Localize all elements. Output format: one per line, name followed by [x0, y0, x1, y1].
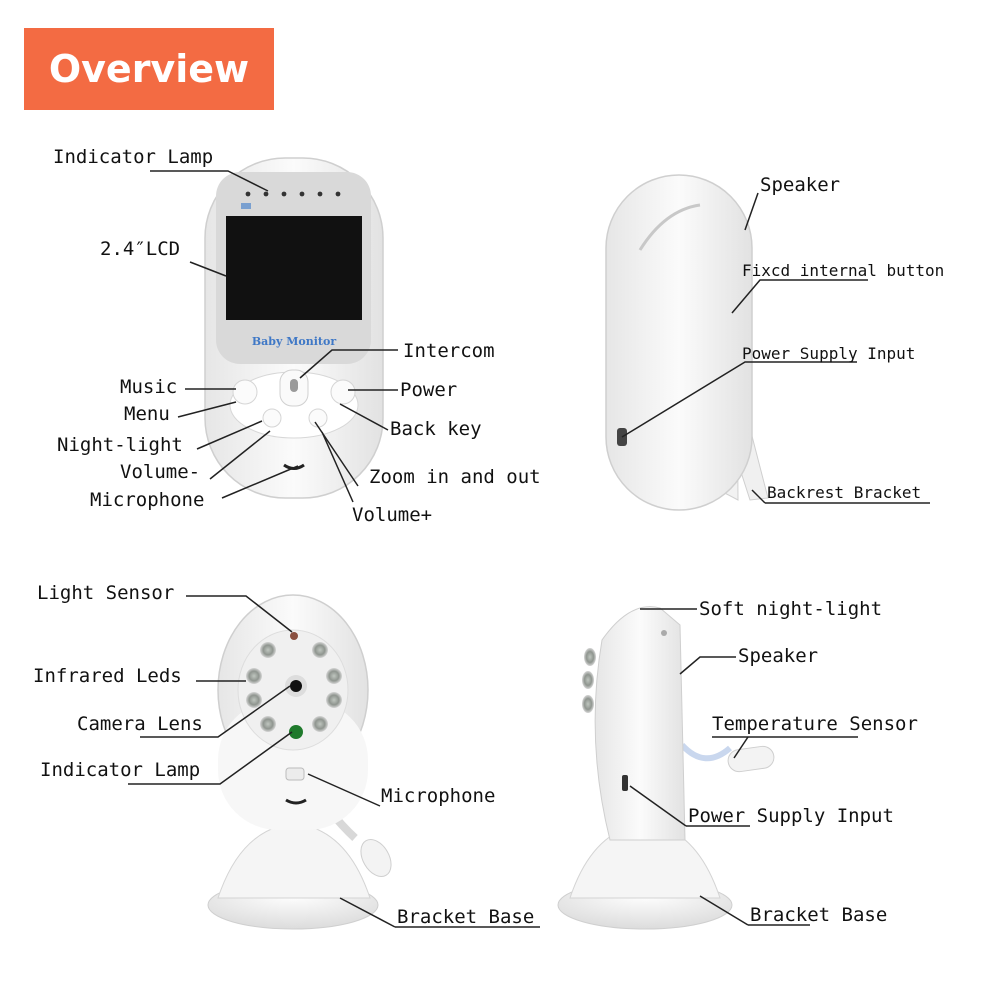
leader-lines — [128, 170, 930, 928]
overview-banner: Overview — [24, 28, 274, 110]
camera-mouth-slot — [285, 798, 307, 805]
label-back-key: Back key — [390, 418, 482, 440]
lcd-screen — [226, 216, 362, 320]
screen-brand-text: Baby Monitor — [252, 335, 336, 348]
label-power-input-camera: Power Supply Input — [688, 805, 894, 827]
infrared-leds — [246, 642, 342, 732]
camera-unit-side — [557, 606, 775, 930]
label-menu: Menu — [124, 403, 170, 425]
label-volume-minus: Volume- — [120, 461, 201, 483]
zoom-button — [308, 408, 328, 428]
label-intercom: Intercom — [403, 340, 495, 362]
night-light-button — [262, 408, 282, 428]
label-backrest-bracket: Backrest Bracket — [767, 483, 922, 502]
label-indicator-lamp-camera: Indicator Lamp — [40, 759, 201, 781]
label-music: Music — [120, 376, 178, 398]
label-temperature-sensor: Temperature Sensor — [712, 713, 918, 735]
camera-unit-front — [207, 594, 392, 930]
label-power: Power — [400, 379, 458, 401]
label-fixed-internal-button: Fixcd internal button — [742, 261, 945, 280]
camera-power-port — [622, 775, 628, 791]
indicator-dots — [245, 191, 341, 197]
camera-lens — [290, 680, 302, 692]
label-bracket-base-side: Bracket Base — [750, 904, 888, 926]
light-sensor — [290, 632, 298, 640]
microphone-grille — [285, 767, 305, 781]
parent-unit-front: Baby Monitor — [204, 157, 384, 499]
power-button — [330, 379, 356, 405]
label-speaker-parent: Speaker — [760, 174, 841, 196]
label-light-sensor: Light Sensor — [37, 582, 175, 604]
temperature-cable-side — [679, 742, 732, 762]
battery-icon — [241, 203, 251, 209]
music-button — [232, 379, 258, 405]
microphone-slot — [283, 463, 305, 470]
label-zoom: Zoom in and out — [369, 466, 541, 488]
side-leds — [582, 648, 596, 713]
parent-unit-side — [605, 174, 769, 511]
label-microphone-parent: Microphone — [90, 489, 205, 511]
label-camera-lens: Camera Lens — [77, 713, 203, 735]
label-volume-plus: Volume+ — [352, 504, 433, 526]
label-soft-night-light: Soft night-light — [699, 598, 883, 620]
label-indicator-lamp-parent: Indicator Lamp — [53, 146, 214, 168]
overview-title: Overview — [48, 47, 250, 91]
label-infrared-leds: Infrared Leds — [33, 665, 182, 687]
label-lcd: 2.4″LCD — [100, 238, 181, 260]
label-power-input-parent: Power Supply Input — [742, 344, 916, 363]
label-bracket-base-front: Bracket Base — [397, 906, 535, 928]
intercom-mic-icon — [290, 379, 298, 392]
label-night-light: Night-light — [57, 434, 183, 456]
label-microphone-camera: Microphone — [381, 785, 496, 807]
label-speaker-camera: Speaker — [738, 645, 819, 667]
green-indicator — [289, 725, 303, 739]
